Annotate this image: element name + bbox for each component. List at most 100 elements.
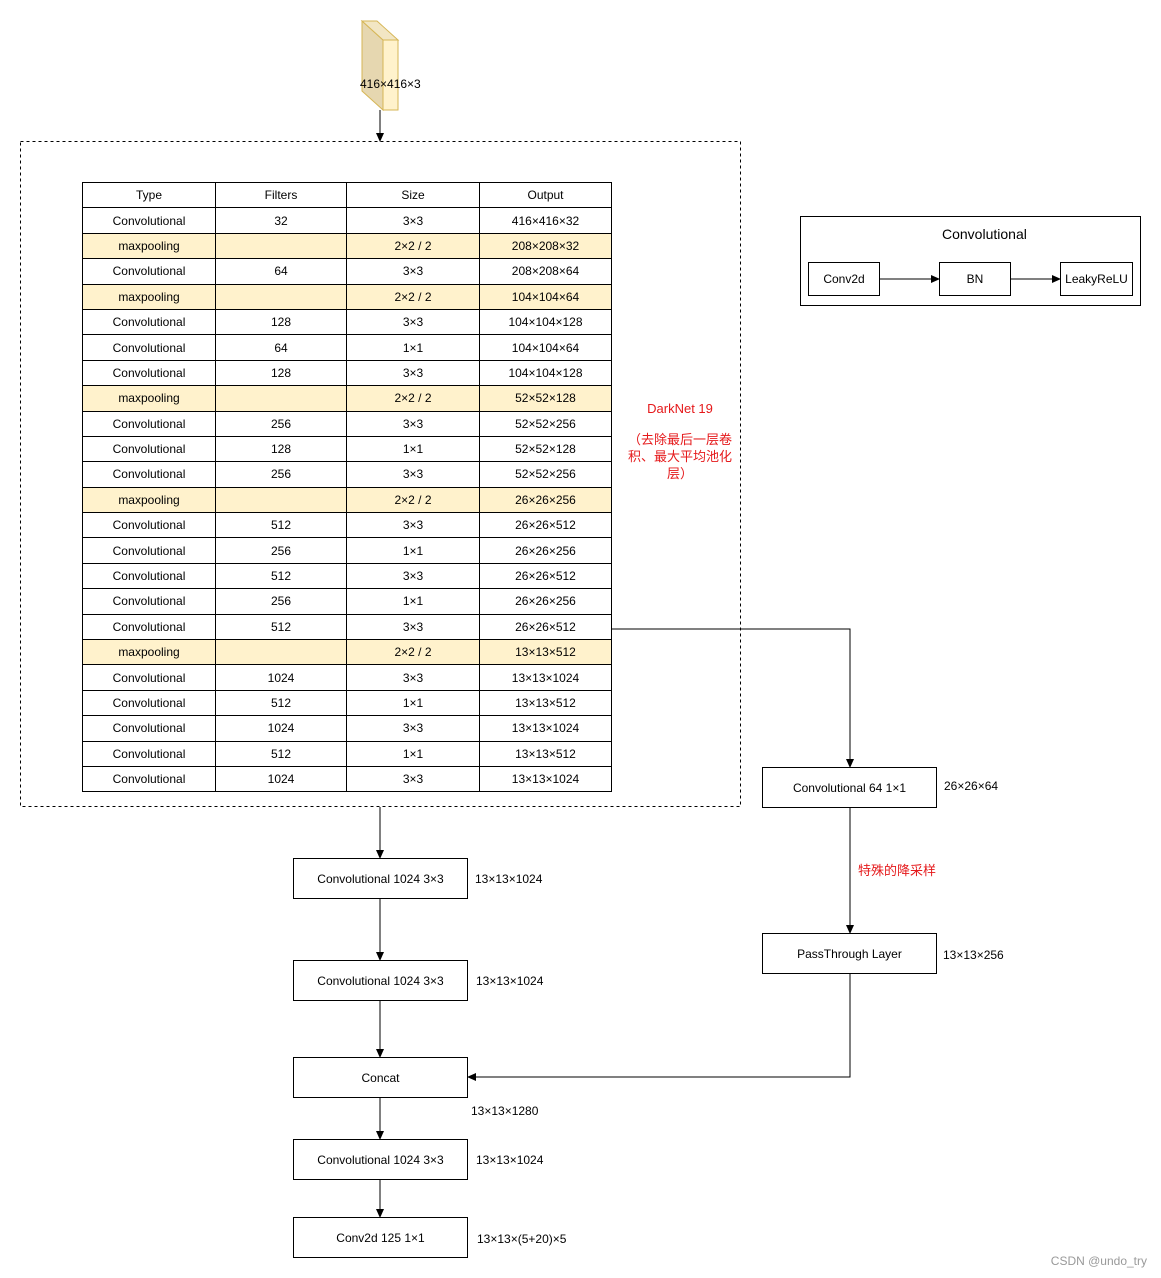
cell-filters: 1024 [215, 715, 347, 742]
side-conv-box: Convolutional 64 1×1 [762, 767, 937, 808]
cell-type: Convolutional [82, 308, 216, 336]
cell-type: Convolutional [82, 588, 216, 615]
concat-output: 13×13×1280 [471, 1104, 539, 1118]
main-conv2-box: Convolutional 1024 3×3 [293, 960, 468, 1001]
cell-output: 26×26×512 [479, 562, 612, 590]
cell-output: 13×13×512 [479, 740, 612, 767]
cell-type: Convolutional [82, 740, 216, 767]
cell-filters [215, 486, 347, 514]
cell-size: 2×2 / 2 [346, 283, 480, 310]
cell-type: maxpooling [82, 486, 216, 514]
cell-type: Convolutional [82, 765, 216, 793]
cell-type: Convolutional [82, 512, 216, 539]
passthrough-output: 13×13×256 [943, 948, 1004, 962]
darknet-note: DarkNet 19 （去除最后一层卷 积、最大平均池化 层） [620, 400, 740, 482]
cell-size: 3×3 [346, 664, 480, 691]
cell-output: 208×208×64 [479, 258, 612, 285]
cell-size: 3×3 [346, 308, 480, 336]
cell-size: 1×1 [346, 435, 480, 463]
flow-arrows [376, 110, 1061, 1218]
cell-size: 1×1 [346, 537, 480, 564]
cell-filters: 128 [215, 359, 347, 387]
darknet-title: DarkNet 19 [647, 401, 713, 416]
cell-output: 13×13×512 [479, 639, 612, 666]
darknet-note-line3: 层） [666, 466, 693, 481]
darknet-note-line2: 积、最大平均池化 [627, 449, 732, 464]
cell-type: maxpooling [82, 283, 216, 310]
cell-type: Convolutional [82, 715, 216, 742]
cell-output: 26×26×512 [479, 512, 612, 539]
cell-output: 26×26×256 [479, 486, 612, 514]
cell-type: Convolutional [82, 689, 216, 717]
cell-output: 26×26×256 [479, 588, 612, 615]
legend-conv2d-box: Conv2d [808, 262, 880, 296]
csdn-watermark: CSDN @undo_try [1050, 1254, 1147, 1268]
cell-output: 52×52×128 [479, 435, 612, 463]
main-conv1-output: 13×13×1024 [475, 872, 543, 886]
cell-size: 3×3 [346, 461, 480, 488]
main-conv3-box: Convolutional 1024 3×3 [293, 1139, 468, 1180]
cell-size: 1×1 [346, 689, 480, 717]
legend-title: Convolutional [942, 226, 1027, 242]
cell-type: maxpooling [82, 232, 216, 260]
cell-type: maxpooling [82, 385, 216, 412]
cell-filters [215, 385, 347, 412]
cell-size: 3×3 [346, 258, 480, 285]
cell-output: 13×13×512 [479, 689, 612, 717]
cell-filters: 256 [215, 461, 347, 488]
cell-output: 104×104×64 [479, 283, 612, 310]
darknet-note-line1: （去除最后一层卷 [627, 432, 732, 447]
input-shape-label: 416×416×3 [360, 77, 421, 91]
cell-filters: 128 [215, 308, 347, 336]
input-tensor-block [360, 19, 400, 112]
cell-size: 3×3 [346, 765, 480, 793]
cell-type: Convolutional [82, 207, 216, 234]
cell-output: 416×416×32 [479, 207, 612, 234]
cell-type: Convolutional [82, 334, 216, 361]
downsample-note: 特殊的降采样 [858, 863, 937, 878]
cell-filters: 64 [215, 334, 347, 361]
final-conv2d-box: Conv2d 125 1×1 [293, 1217, 468, 1258]
cell-output: 13×13×1024 [479, 664, 612, 691]
cell-type: Convolutional [82, 435, 216, 463]
cell-type: maxpooling [82, 639, 216, 666]
header-size: Size [346, 181, 480, 209]
cell-output: 52×52×256 [479, 461, 612, 488]
main-conv2-output: 13×13×1024 [476, 974, 544, 988]
cell-type: Convolutional [82, 613, 216, 641]
cell-filters: 512 [215, 613, 347, 641]
cell-filters: 512 [215, 689, 347, 717]
cell-filters [215, 283, 347, 310]
cell-filters: 128 [215, 435, 347, 463]
cell-size: 2×2 / 2 [346, 232, 480, 260]
cell-filters: 256 [215, 410, 347, 437]
passthrough-box: PassThrough Layer [762, 933, 937, 974]
cell-output: 104×104×128 [479, 359, 612, 387]
cell-size: 2×2 / 2 [346, 639, 480, 666]
concat-box: Concat [293, 1057, 468, 1098]
cell-type: Convolutional [82, 562, 216, 590]
cell-size: 3×3 [346, 207, 480, 234]
cell-filters [215, 232, 347, 260]
legend-frame [800, 216, 1141, 306]
cell-size: 3×3 [346, 613, 480, 641]
cell-output: 104×104×64 [479, 334, 612, 361]
cell-size: 1×1 [346, 588, 480, 615]
side-conv-output: 26×26×64 [944, 779, 999, 793]
